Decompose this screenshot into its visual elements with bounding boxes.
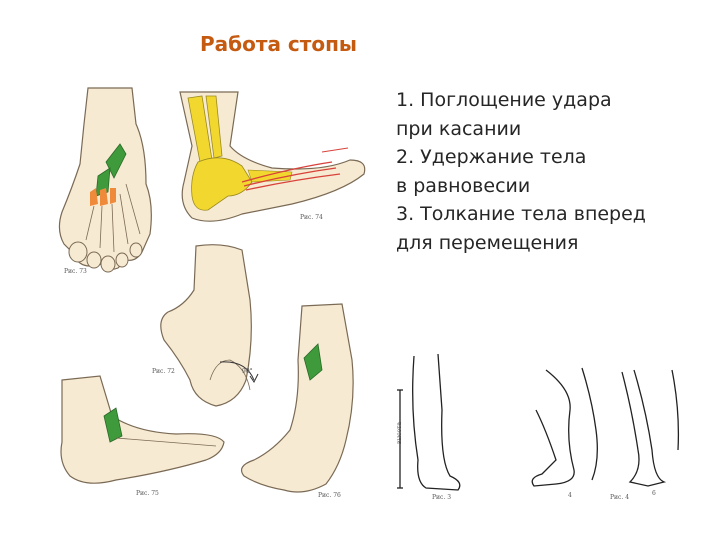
figure-caption: Рис. 3 bbox=[432, 494, 452, 501]
foot-side-illustration bbox=[60, 375, 225, 484]
foot-dorsal-illustration bbox=[58, 87, 152, 273]
height-label: высота bbox=[396, 421, 403, 444]
figure-caption: Рис. 4 bbox=[610, 494, 630, 501]
angle-label: 90° bbox=[242, 368, 253, 375]
list-line-5: 3. Толкание тела вперед bbox=[396, 203, 646, 225]
list-line-6: для перемещения bbox=[396, 231, 579, 254]
figure-caption: Рис. 74 bbox=[300, 214, 323, 221]
figure-caption: Рис. 75 bbox=[136, 490, 159, 497]
leg-sketches-illustration bbox=[397, 353, 680, 491]
slide-title: Работа стопы bbox=[200, 32, 358, 56]
functions-list: 1. Поглощение удара при касании 2. Удерж… bbox=[396, 86, 716, 257]
figure-foot-tiptoe: Рис. 76 bbox=[234, 300, 374, 500]
figure-foot-flexion: Рис. 72 90° bbox=[150, 240, 270, 410]
list-line-1: 1. Поглощение удара bbox=[396, 89, 612, 111]
list-line-2: при касании bbox=[396, 117, 522, 140]
foot-skeleton-illustration bbox=[179, 91, 366, 222]
figure-foot-dorsal: Рис. 73 bbox=[50, 84, 170, 280]
figure-number: 4 bbox=[568, 492, 572, 499]
foot-flexion-illustration bbox=[160, 244, 259, 407]
figure-foot-side: Рис. 75 bbox=[56, 372, 226, 500]
figure-caption: Рис. 72 bbox=[152, 368, 175, 375]
figure-caption: Рис. 73 bbox=[64, 268, 87, 275]
figure-number: 6 bbox=[652, 490, 656, 497]
figure-foot-skeleton: Рис. 74 bbox=[172, 86, 372, 236]
foot-tiptoe-illustration bbox=[241, 303, 354, 493]
figure-caption: Рис. 76 bbox=[318, 492, 341, 499]
list-line-3: 2. Удержание тела bbox=[396, 146, 587, 168]
figure-leg-sketches: высота Рис. 3 4 Рис. 4 6 bbox=[396, 350, 696, 506]
list-line-4: в равновесии bbox=[396, 174, 531, 197]
